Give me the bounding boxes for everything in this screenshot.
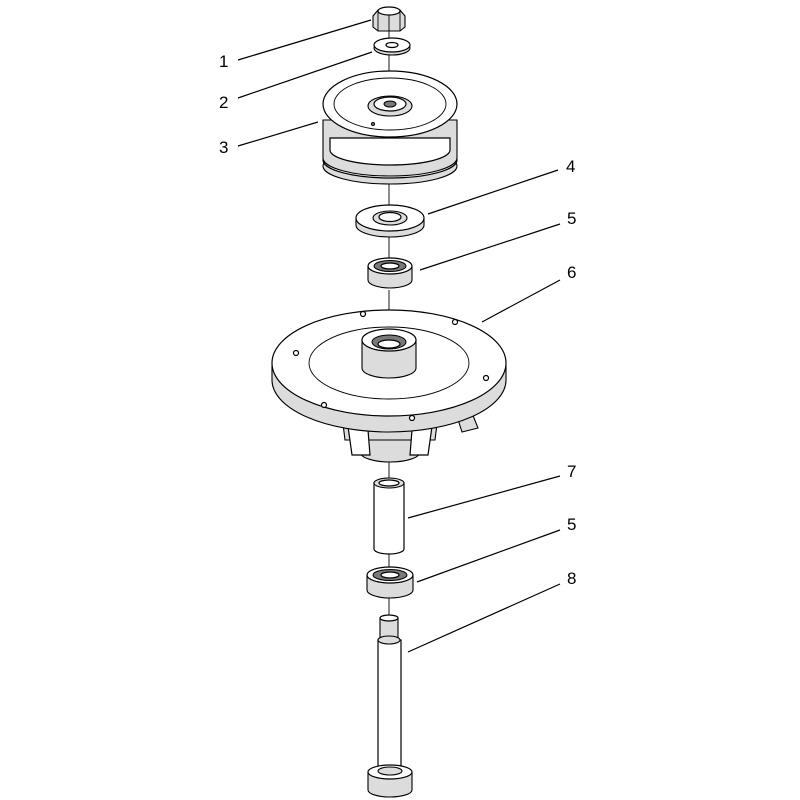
- bearing-lower: [366, 566, 414, 599]
- leader-3: [237, 121, 319, 147]
- leader-2: [237, 51, 373, 99]
- pulley: [322, 70, 458, 185]
- leader-4: [427, 169, 559, 215]
- leader-6: [481, 279, 561, 323]
- leader-5a: [419, 223, 561, 271]
- leader-lines: [237, 19, 561, 653]
- callout-4: 4: [566, 157, 575, 176]
- callout-5-upper: 5: [567, 209, 576, 228]
- callout-6: 6: [567, 263, 576, 282]
- seal: [355, 204, 425, 238]
- spindle-shaft: [367, 614, 413, 798]
- callout-7: 7: [567, 462, 576, 481]
- leader-7: [407, 475, 561, 519]
- callout-5-lower: 5: [567, 515, 576, 534]
- washer: [373, 37, 411, 56]
- spindle-housing: [271, 309, 507, 463]
- spacer-tube: [373, 477, 405, 555]
- callout-8: 8: [567, 569, 576, 588]
- leader-5b: [416, 529, 561, 583]
- callout-3: 3: [219, 138, 228, 157]
- leader-1: [237, 19, 372, 61]
- leader-8: [407, 583, 561, 653]
- callouts: 1 2 3 4 5 6 7 5 8: [219, 52, 576, 588]
- bearing-upper: [367, 257, 413, 289]
- callout-1: 1: [219, 52, 228, 71]
- hex-nut: [372, 6, 406, 32]
- callout-2: 2: [219, 93, 228, 112]
